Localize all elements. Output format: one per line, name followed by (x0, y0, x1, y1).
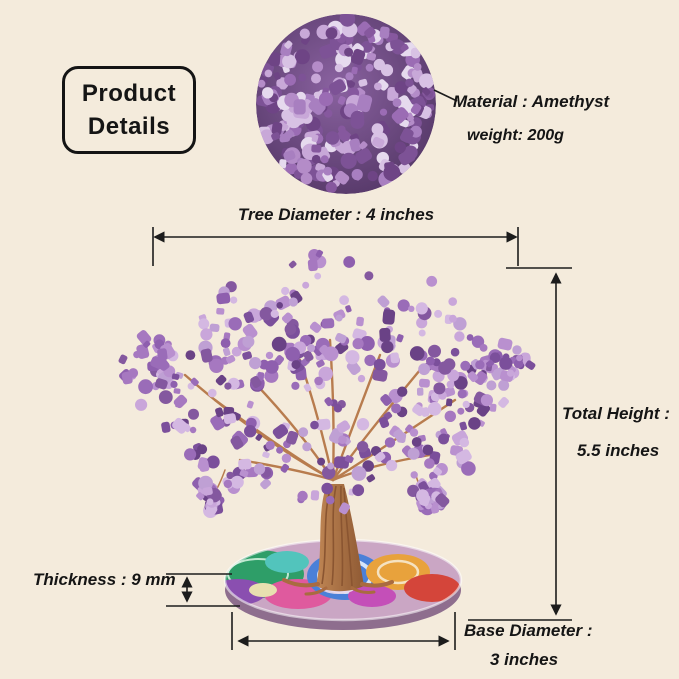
tree-foliage (118, 249, 536, 518)
total-height-label-line2: 5.5 inches (577, 441, 660, 460)
weight-label: weight: 200g (467, 127, 564, 144)
base-diameter-label-line2: 3 inches (490, 650, 559, 669)
tree-trunk (282, 484, 394, 596)
dimension-tree-diameter (152, 227, 519, 266)
dimension-thickness (166, 573, 240, 607)
crystal-tree (118, 249, 536, 630)
product-details-line1: Product (81, 80, 177, 107)
tree-diameter-label: Tree Diameter : 4 inches (237, 205, 435, 224)
product-details-line2: Details (87, 113, 171, 140)
amethyst-chips-texture (256, 14, 436, 194)
material-label: Material : Amethyst (453, 92, 610, 111)
total-height-label-line1: Total Height : (562, 404, 670, 423)
thickness-label: Thickness : 9 mm (33, 570, 176, 589)
amethyst-closeup-photo (256, 14, 436, 194)
product-details-badge: Product Details (62, 66, 196, 154)
callout-line (433, 89, 458, 102)
dimension-total-height (468, 267, 572, 621)
dimension-base-diameter (231, 612, 456, 650)
base-diameter-label-line1: Base Diameter : (464, 621, 593, 640)
